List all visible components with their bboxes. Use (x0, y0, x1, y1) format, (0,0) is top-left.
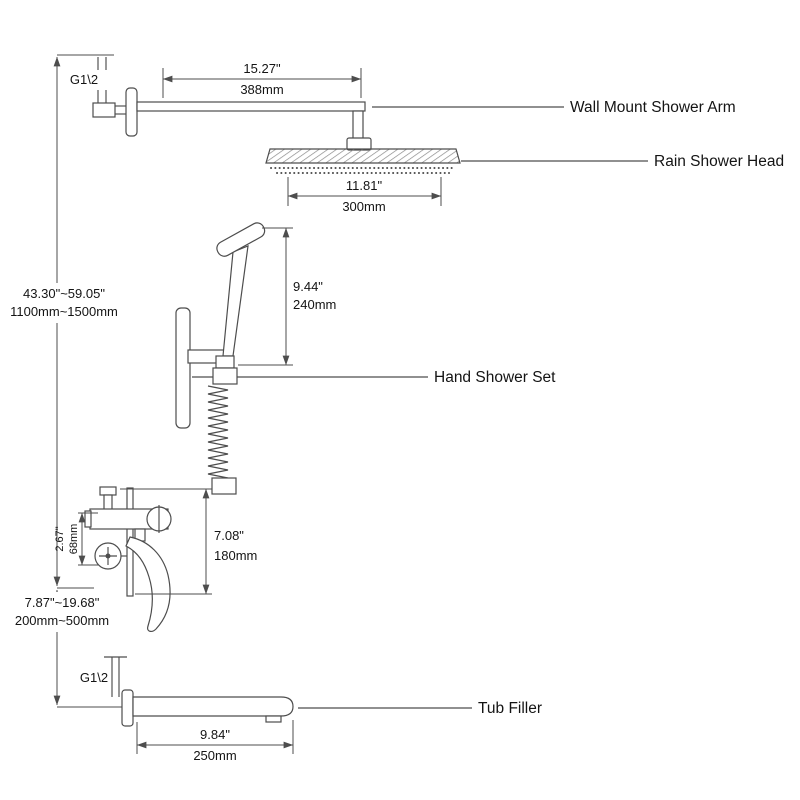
knob-center (105, 553, 111, 559)
spout-length-inches: 9.84" (200, 727, 230, 742)
spout-height-mm: 200mm~500mm (15, 613, 109, 628)
part-label-hand-shower-set: Hand Shower Set (192, 369, 556, 386)
label-tub-filler: Tub Filler (478, 700, 542, 717)
dim-valve-width: 2.67" 68mm (54, 512, 98, 566)
arm-tube (136, 101, 366, 112)
valve-width-inches: 2.67" (54, 526, 66, 551)
dim-hand-shower-height: 9.44" 240mm (238, 227, 336, 366)
wall-mount-shower-arm (125, 87, 372, 151)
mixer-valve (84, 486, 172, 632)
dim-spout-length: 9.84" 250mm (136, 720, 294, 763)
part-label-wall-mount-shower-arm: Wall Mount Shower Arm (372, 99, 736, 116)
hand-shower-head (216, 222, 266, 257)
head-width-inches: 11.81" (346, 178, 383, 193)
label-rain-shower-head: Rain Shower Head (654, 153, 784, 170)
valve-height-mm: 180mm (214, 548, 257, 563)
shower-hose (207, 355, 238, 495)
rain-shower-head (265, 148, 461, 174)
spout-length-mm: 250mm (193, 748, 236, 763)
text-mask (8, 283, 122, 323)
dim-shower-head-width: 11.81" 300mm (287, 177, 442, 214)
thread-label-bottom: G1\2 (80, 670, 108, 685)
pipe-elbow (92, 102, 116, 118)
valve-width-mm: 68mm (68, 524, 80, 555)
mixer-lever-handle (125, 536, 171, 632)
rotated-dim-text: 2.67" 68mm (54, 524, 80, 555)
hand-shower-handle (222, 245, 249, 357)
shower-head-plate (265, 148, 461, 164)
slide-bar (175, 307, 191, 429)
spout-aerator (265, 715, 282, 723)
bottom-supply-pipe: G1\2 (80, 656, 127, 697)
spout-height-inches: 7.87"~19.68" (25, 595, 100, 610)
head-width-mm: 300mm (342, 199, 385, 214)
label-wall-mount-shower-arm: Wall Mount Shower Arm (570, 99, 736, 116)
arm-flange (125, 87, 138, 137)
valve-height-inches: 7.08" (214, 528, 244, 543)
riser-height-inches: 43.30"~59.05" (23, 286, 105, 301)
hand-shower-height-mm: 240mm (293, 297, 336, 312)
arm-length-mm: 388mm (240, 82, 283, 97)
dim-shower-arm-length: 15.27" 388mm (162, 61, 362, 98)
spout-wall-flange (121, 689, 134, 727)
label-hand-shower-set: Hand Shower Set (434, 369, 556, 386)
dim-valve-height: 7.08" 180mm (120, 488, 257, 595)
arm-connector-nut (346, 137, 372, 151)
spout-body (132, 696, 294, 717)
top-supply-pipe: G1\2 (70, 57, 126, 118)
arm-length-inches: 15.27" (243, 61, 281, 76)
hose-nut (212, 367, 238, 385)
arm-elbow-drop (352, 110, 364, 140)
hose-coil (207, 385, 229, 479)
part-label-rain-shower-head: Rain Shower Head (461, 153, 784, 170)
thread-label-top: G1\2 (70, 72, 98, 87)
hose-nut (211, 477, 237, 495)
hose-nut (215, 355, 235, 369)
part-label-tub-filler: Tub Filler (298, 700, 542, 717)
valve-top-cap (99, 486, 117, 496)
hand-shower-height-inches: 9.44" (293, 279, 323, 294)
riser-height-mm: 1100mm~1500mm (10, 304, 118, 319)
hand-shower (175, 222, 266, 429)
tub-spout (121, 689, 294, 727)
dim-mount-heights: 43.30"~59.05" 1100mm~1500mm 7.87"~19.68"… (8, 54, 127, 708)
text-mask (8, 592, 120, 632)
